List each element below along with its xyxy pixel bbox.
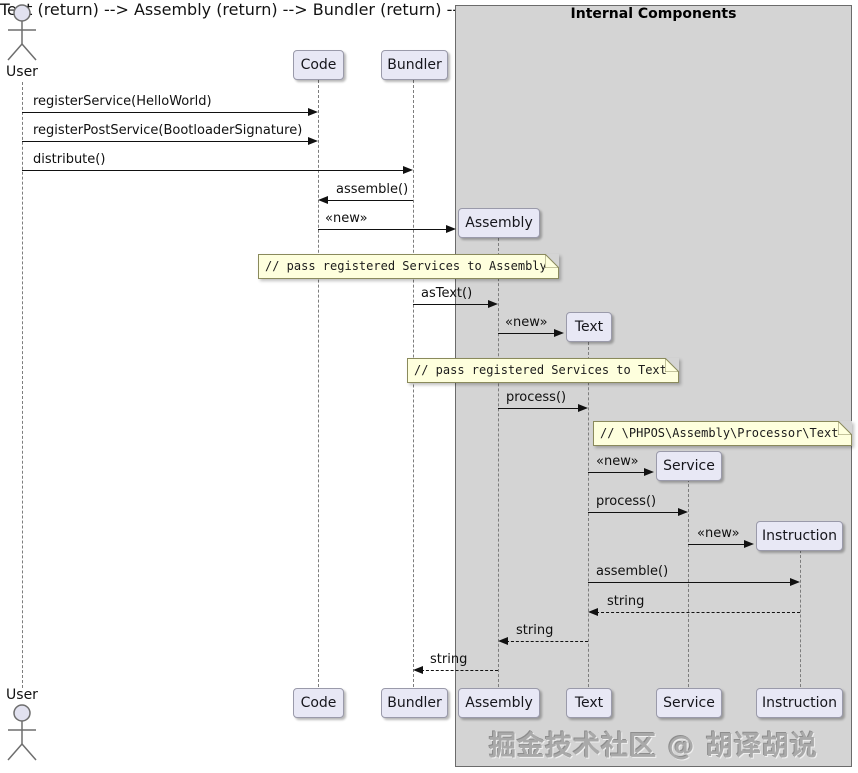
internal-components-frame xyxy=(455,5,852,767)
participant-text-bottom: Text xyxy=(566,688,612,718)
frame-title: Internal Components xyxy=(570,6,737,22)
actor-user-label-top: User xyxy=(6,64,38,80)
lifeline-code xyxy=(318,80,319,687)
participant-assembly-created: Assembly xyxy=(458,208,540,238)
note-text: // pass registered Services to Text xyxy=(414,363,667,377)
arrowhead-right-icon xyxy=(678,508,688,516)
note-text: // \PHPOS\Assembly\Processor\Text xyxy=(600,426,839,440)
participant-bundler-top: Bundler xyxy=(381,50,448,80)
lifeline-bundler xyxy=(413,80,414,687)
arrowhead-left-icon xyxy=(413,666,423,674)
arrow-as-text xyxy=(413,304,490,305)
participant-code-top: Code xyxy=(293,50,344,80)
arrow-process-text xyxy=(498,408,580,409)
note-services-to-text: // pass registered Services to Text xyxy=(407,358,679,383)
participant-text-created: Text xyxy=(566,312,612,342)
arrowhead-right-icon xyxy=(488,300,498,308)
arrowhead-right-icon xyxy=(790,578,800,586)
participant-instruction-created: Instruction xyxy=(756,521,843,551)
participant-service-bottom: Service xyxy=(656,688,722,718)
arrow-string-return-assembly xyxy=(506,641,588,642)
message-string-return-text: string xyxy=(607,594,645,609)
arrow-new-instruction xyxy=(688,544,746,545)
arrowhead-right-icon xyxy=(446,225,456,233)
message-new-text: «new» xyxy=(505,315,548,330)
note-processor-text: // \PHPOS\Assembly\Processor\Text xyxy=(593,421,852,446)
lifeline-assembly xyxy=(498,238,499,687)
message-register-post-service: registerPostService(BootloaderSignature) xyxy=(33,123,303,138)
message-distribute: distribute() xyxy=(33,152,106,167)
arrow-distribute xyxy=(22,170,405,171)
message-new-instruction: «new» xyxy=(697,526,740,541)
arrow-process-service xyxy=(588,512,680,513)
note-fold-icon xyxy=(545,254,559,268)
participant-code-bottom: Code xyxy=(293,688,344,718)
message-assemble: assemble() xyxy=(336,182,409,197)
lifeline-service xyxy=(688,479,689,687)
message-register-service: registerService(HelloWorld) xyxy=(33,94,212,109)
participant-assembly-bottom: Assembly xyxy=(458,688,540,718)
arrow-string-return-bundler xyxy=(421,670,498,671)
note-text: // pass registered Services to Assembly xyxy=(265,259,547,273)
actor-user-icon xyxy=(7,4,37,61)
arrowhead-right-icon xyxy=(308,137,318,145)
arrowhead-left-icon xyxy=(498,637,508,645)
participant-instruction-bottom: Instruction xyxy=(756,688,843,718)
lifeline-instruction xyxy=(800,550,801,687)
arrow-assemble-instruction xyxy=(588,582,792,583)
arrowhead-right-icon xyxy=(744,540,754,548)
note-fold-icon xyxy=(838,421,852,435)
arrow-register-post-service xyxy=(22,141,310,142)
message-new-assembly: «new» xyxy=(325,211,368,226)
lifeline-text xyxy=(588,342,589,687)
participant-bundler-bottom: Bundler xyxy=(381,688,448,718)
message-process-text: process() xyxy=(506,390,567,405)
arrow-assemble xyxy=(326,200,413,201)
message-assemble-instruction: assemble() xyxy=(596,564,669,579)
message-new-service: «new» xyxy=(596,454,639,469)
arrow-new-text xyxy=(498,333,556,334)
arrow-new-assembly xyxy=(318,229,448,230)
message-string-return-bundler: string xyxy=(430,652,468,667)
actor-user-icon-bottom xyxy=(7,704,37,761)
arrowhead-left-icon xyxy=(588,608,598,616)
watermark-text: 掘金技术社区 @ 胡译胡说 xyxy=(489,731,818,762)
message-as-text: asText() xyxy=(421,286,473,301)
arrowhead-right-icon xyxy=(578,404,588,412)
actor-user-label-bottom: User xyxy=(6,687,38,703)
message-string-return-assembly: string xyxy=(516,623,554,638)
note-fold-icon xyxy=(665,358,679,372)
arrowhead-right-icon xyxy=(308,108,318,116)
note-services-to-assembly: // pass registered Services to Assembly xyxy=(258,254,559,279)
arrow-string-return-text xyxy=(596,612,800,613)
arrow-register-service xyxy=(22,112,310,113)
arrowhead-right-icon xyxy=(403,166,413,174)
arrowhead-right-icon xyxy=(554,329,564,337)
lifeline-user xyxy=(22,82,23,688)
message-process-service: process() xyxy=(596,494,657,509)
arrowhead-left-icon xyxy=(318,196,328,204)
arrowhead-right-icon xyxy=(644,468,654,476)
arrow-new-service xyxy=(588,472,646,473)
participant-service-created: Service xyxy=(656,451,722,481)
